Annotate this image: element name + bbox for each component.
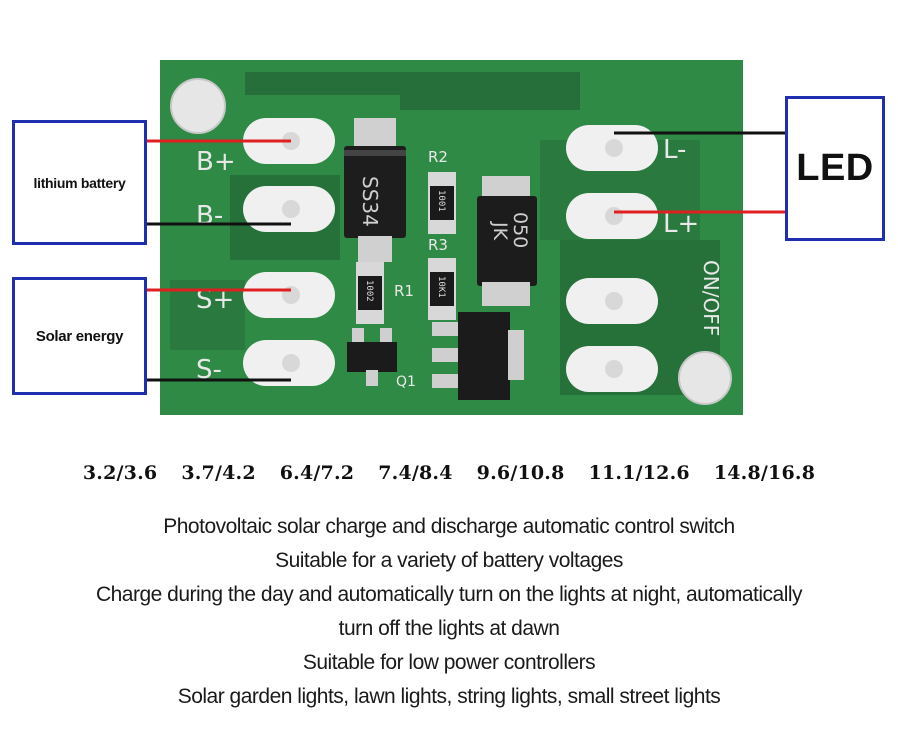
voltage-item: 6.4/7.2	[279, 462, 355, 484]
transistor-q1: Q1	[347, 328, 416, 390]
copper-trace	[245, 72, 580, 110]
mounting-hole	[170, 78, 226, 134]
svg-text:1001: 1001	[436, 190, 446, 212]
description-line: Solar garden lights, lawn lights, string…	[177, 685, 721, 708]
label-b-minus: B-	[196, 201, 223, 231]
wires	[147, 131, 785, 382]
voltage-item: 11.1/12.6	[588, 462, 690, 484]
callout-battery-text: lithium battery	[33, 174, 126, 191]
description-line: turn off the lights at dawn	[338, 617, 560, 640]
pcb-diagram: B+ B- S+ S- L- L+ SS34 R2 1001 R3 10K1 1…	[147, 60, 785, 415]
description-line: Charge during the day and automatically …	[95, 583, 803, 606]
description-line: Suitable for a variety of battery voltag…	[275, 549, 623, 572]
pin-labels: B+ B- S+ S- L- L+	[196, 135, 699, 385]
voltage-item: 9.6/10.8	[476, 462, 565, 484]
mounting-hole	[678, 351, 732, 405]
label-l-minus: L-	[663, 135, 686, 165]
description-block: Photovoltaic solar charge and discharge …	[0, 510, 898, 714]
description-line: Suitable for low power controllers	[302, 651, 596, 674]
copper-trace	[170, 280, 245, 350]
svg-text:R1: R1	[394, 282, 414, 300]
right-pads	[566, 125, 658, 392]
voltage-item: 14.8/16.8	[713, 462, 816, 484]
voltage-list: 3.2/3.6 3.7/4.2 6.4/7.2 7.4/8.4 9.6/10.8…	[0, 462, 898, 484]
voltage-item: 3.7/4.2	[181, 462, 256, 484]
switch-label: ON/OFF	[699, 260, 723, 336]
ic-label-050: 050	[509, 212, 531, 248]
svg-text:10K1: 10K1	[436, 276, 446, 298]
svg-text:Q1: Q1	[396, 374, 416, 390]
resistor-r3: R3 10K1	[428, 236, 456, 320]
ic-jk050: JK 050	[477, 176, 537, 306]
label-b-plus: B+	[196, 147, 236, 177]
diode-label: SS34	[358, 176, 382, 227]
svg-text:1002: 1002	[364, 280, 374, 302]
label-l-plus: L+	[663, 209, 699, 239]
callout-lithium-battery: lithium battery	[12, 120, 147, 245]
callout-solar-energy: Solar energy	[12, 277, 147, 395]
diode-ss34: SS34	[344, 118, 406, 262]
svg-text:R2: R2	[428, 148, 448, 166]
left-pads	[243, 118, 335, 386]
ic-label-jk: JK	[489, 221, 511, 241]
callout-solar-text: Solar energy	[35, 327, 124, 345]
svg-text:R3: R3	[428, 236, 448, 254]
callout-led-text: LED	[796, 147, 874, 189]
voltage-item: 3.2/3.6	[82, 462, 158, 484]
mosfet	[432, 312, 524, 400]
voltage-item: 7.4/8.4	[378, 462, 453, 484]
description-line: Photovoltaic solar charge and discharge …	[163, 515, 735, 538]
resistor-r1: 1002 R1	[356, 262, 414, 324]
resistor-r2: R2 1001	[428, 148, 456, 234]
callout-led: LED	[785, 96, 885, 241]
